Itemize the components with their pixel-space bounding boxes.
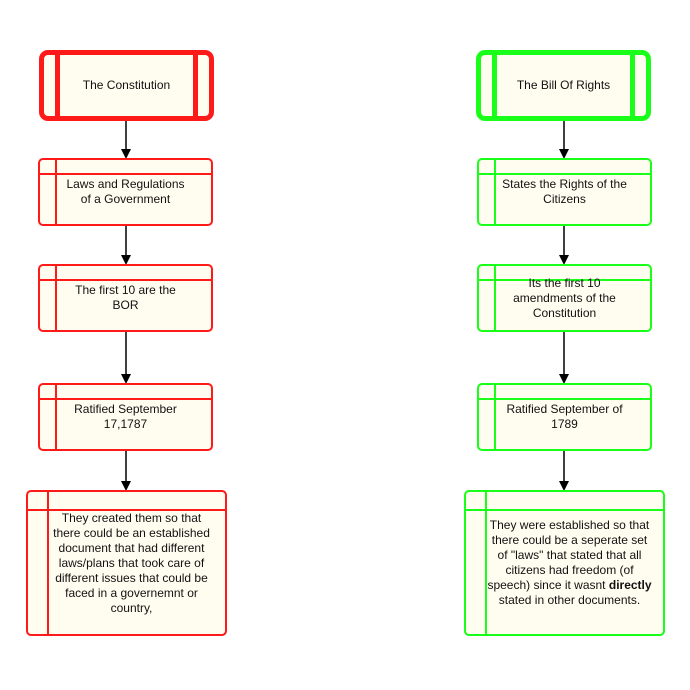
node-header-line — [479, 279, 650, 281]
node-header-line — [40, 398, 211, 400]
node-stripe — [55, 266, 57, 330]
node-header-line — [466, 509, 663, 511]
node-stripe — [193, 55, 198, 116]
node-stripe — [494, 385, 496, 449]
node-header-line — [40, 279, 211, 281]
node-stripe — [494, 266, 496, 330]
bor-node-1-text: States the Rights of the Citizens — [502, 177, 627, 206]
bor-title-text: The Bill Of Rights — [516, 78, 611, 92]
node-stripe — [55, 55, 60, 116]
node-stripe — [55, 160, 57, 224]
constitution-node-1-text: Laws and Regulations of a Government — [66, 177, 185, 206]
constitution-node-2-text: The first 10 are the BOR — [75, 283, 176, 312]
node-stripe — [47, 492, 49, 634]
node-header-line — [40, 173, 211, 175]
bor-title-node[interactable]: The Bill Of Rights — [476, 50, 651, 121]
constitution-title-node[interactable]: The Constitution — [39, 50, 214, 121]
node-header-line — [479, 173, 650, 175]
constitution-node-1[interactable]: Laws and Regulations of a Government — [38, 158, 213, 226]
bor-node-4-text-before: They were established so that there coul… — [487, 518, 650, 592]
constitution-node-2[interactable]: The first 10 are the BOR — [38, 264, 213, 332]
bor-node-4-text: They were established so that there coul… — [467, 518, 662, 608]
constitution-node-4-text: They created them so that there could be… — [53, 510, 210, 615]
bor-node-3[interactable]: Ratified September of 1789 — [477, 383, 652, 451]
node-stripe — [55, 385, 57, 449]
bor-node-2[interactable]: Its the first 10 amendments of the Const… — [477, 264, 652, 332]
bor-node-4-text-after: stated in other documents. — [498, 593, 641, 607]
bor-node-4[interactable]: They were established so that there coul… — [464, 490, 665, 636]
bor-node-1[interactable]: States the Rights of the Citizens — [477, 158, 652, 226]
bor-node-2-text: Its the first 10 amendments of the Const… — [513, 275, 616, 320]
bor-node-3-text: Ratified September of 1789 — [506, 402, 623, 431]
node-stripe — [494, 160, 496, 224]
node-stripe — [630, 55, 635, 116]
node-header-line — [479, 398, 650, 400]
node-header-line — [28, 509, 225, 511]
constitution-node-3-text: Ratified September 17,1787 — [74, 402, 177, 431]
node-stripe — [492, 55, 497, 116]
constitution-node-4[interactable]: They created them so that there could be… — [26, 490, 227, 636]
constitution-title-text: The Constitution — [82, 78, 171, 92]
bor-node-4-text-emphasis: directly — [608, 578, 652, 592]
node-stripe — [485, 492, 487, 634]
constitution-node-3[interactable]: Ratified September 17,1787 — [38, 383, 213, 451]
